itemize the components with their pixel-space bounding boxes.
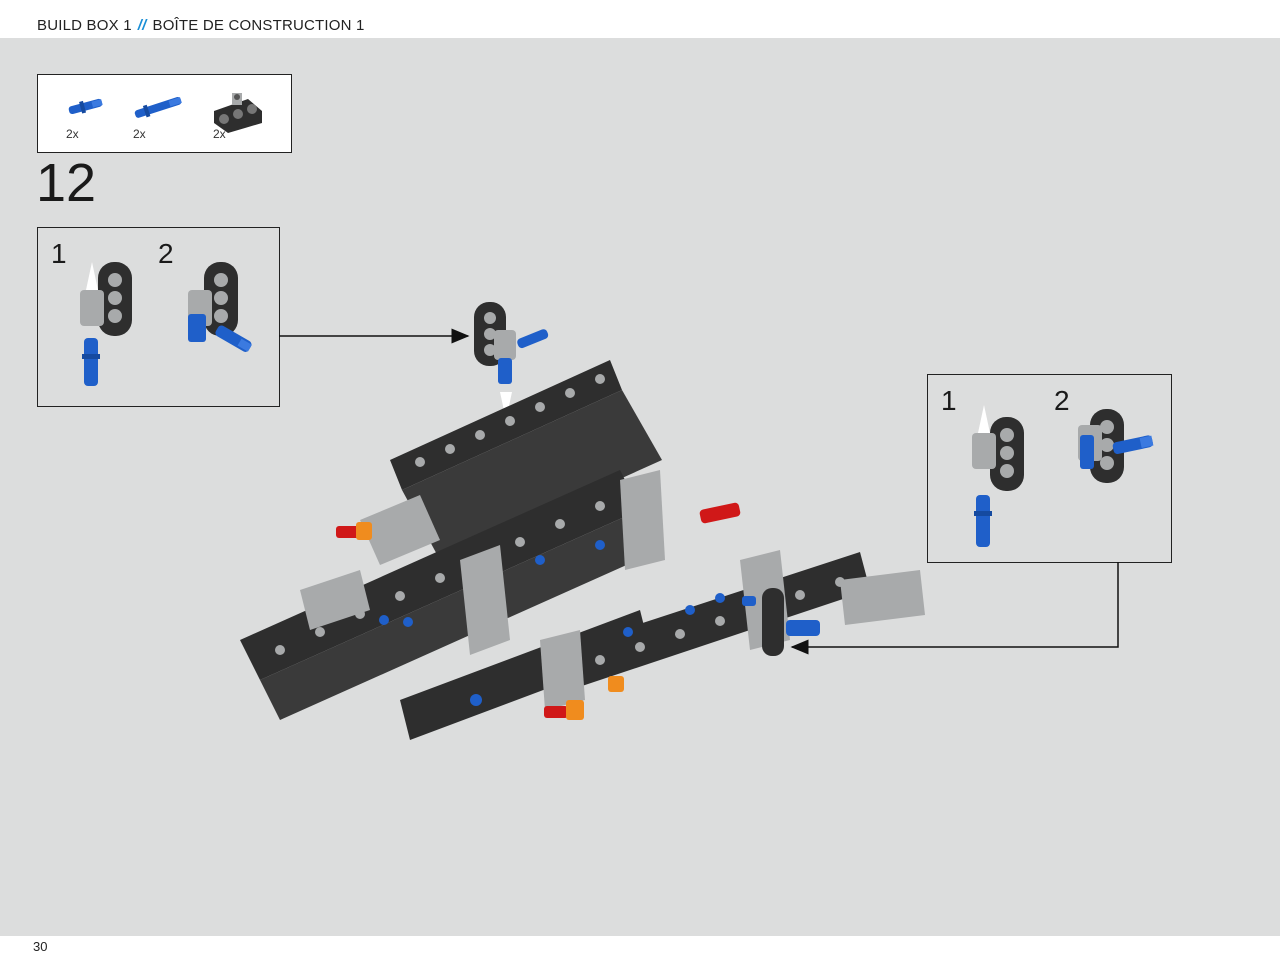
callout-arrow-right bbox=[790, 562, 1119, 655]
substep-number: 2 bbox=[1054, 385, 1070, 416]
part-quantity: 2x bbox=[133, 127, 146, 141]
substep-number: 1 bbox=[51, 238, 67, 269]
step-number: 12 bbox=[36, 153, 97, 213]
parts-list-box: 2x 2x 2x bbox=[37, 74, 292, 153]
substep-number: 1 bbox=[941, 385, 957, 416]
callout-left: 1 2 bbox=[37, 227, 280, 407]
parts-list-illustration bbox=[68, 93, 262, 133]
callout-right-illustration bbox=[972, 405, 1154, 547]
red-pin-icon bbox=[699, 502, 741, 524]
liftarm-assembly-icon bbox=[188, 262, 252, 352]
part-quantity: 2x bbox=[213, 127, 226, 141]
chassis-frame bbox=[240, 360, 925, 740]
part-quantity: 2x bbox=[66, 127, 79, 141]
liftarm-assembly-icon bbox=[80, 262, 132, 386]
header-separator: // bbox=[137, 17, 147, 34]
header-title-fr: BOÎTE DE CONSTRUCTION 1 bbox=[152, 17, 365, 34]
blue-axle-pin-icon bbox=[68, 98, 103, 115]
black-liftarm-connector-icon bbox=[214, 93, 262, 133]
substep-number: 2 bbox=[158, 238, 174, 269]
header-title-en: BUILD BOX 1 bbox=[37, 17, 132, 34]
callout-left-illustration bbox=[80, 262, 252, 386]
page-footer bbox=[0, 936, 1280, 974]
page-number: 30 bbox=[33, 939, 48, 954]
blue-long-pin-icon bbox=[134, 96, 182, 118]
liftarm-assembly-icon bbox=[972, 405, 1024, 547]
page-header: BUILD BOX 1 // BOÎTE DE CONSTRUCTION 1 bbox=[0, 0, 1280, 38]
red-pin-icon bbox=[544, 676, 624, 720]
liftarm-subassembly bbox=[474, 302, 549, 420]
red-pin-icon bbox=[336, 522, 372, 540]
header-title: BUILD BOX 1 // BOÎTE DE CONSTRUCTION 1 bbox=[37, 17, 365, 34]
callout-right: 1 2 bbox=[927, 374, 1172, 563]
liftarm-assembly-icon bbox=[1078, 409, 1154, 483]
